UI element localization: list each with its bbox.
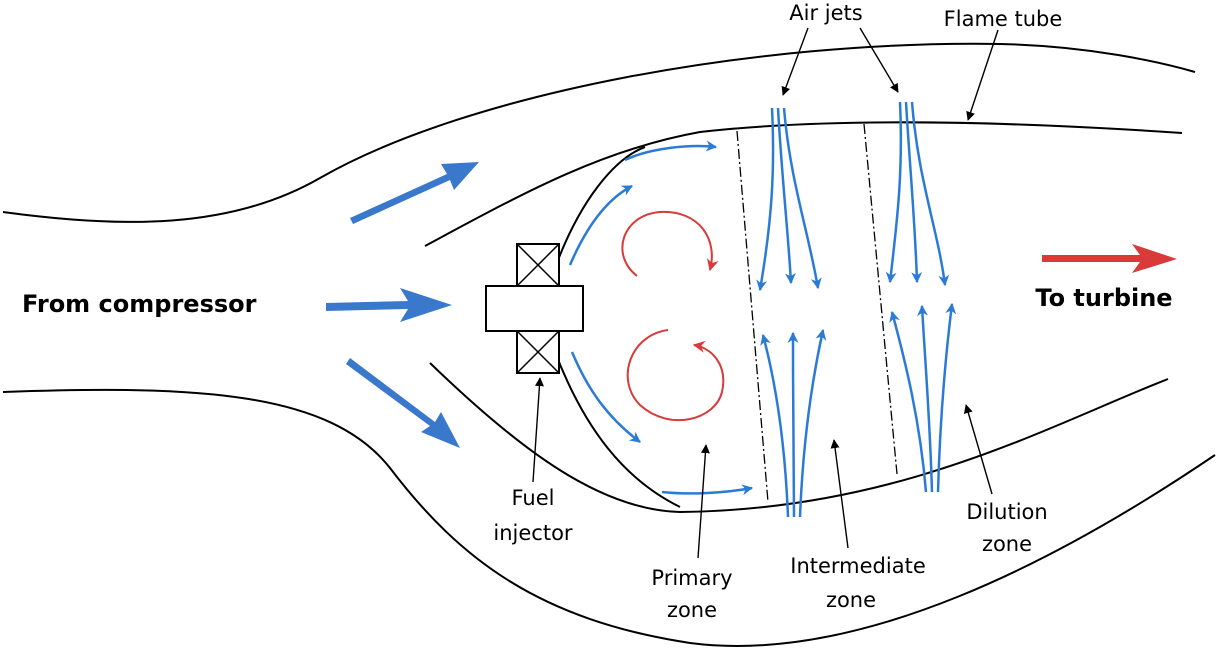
dilution-air-jets xyxy=(885,101,957,493)
dilution-zone-label-line1: Dilution xyxy=(966,500,1047,524)
flame-tube-dome-lower xyxy=(554,351,681,508)
flame-tube-bottom-wall xyxy=(429,362,1169,514)
leader-lines xyxy=(532,27,999,559)
outer-casing xyxy=(2,42,1216,647)
dome-air-arrow-lower xyxy=(570,351,641,443)
recirculation-vortices xyxy=(621,210,725,422)
outer-casing-bottom-wall xyxy=(2,388,1216,647)
fuel-injector xyxy=(485,243,584,374)
primary-zone-label-line2: zone xyxy=(667,598,717,622)
intermediate-jet-bottom-2 xyxy=(787,331,799,518)
intermediate-jet-top-1 xyxy=(756,107,775,292)
dilution-jet-top-2 xyxy=(904,101,923,284)
dome-air-arrow-bottom xyxy=(661,484,754,496)
flame-tube-leader xyxy=(966,29,999,121)
intermediate-jet-top-2 xyxy=(776,107,796,285)
outer-casing-top-wall xyxy=(2,42,1196,223)
dome-airflow xyxy=(568,140,754,496)
intermediate-air-jets xyxy=(756,107,827,518)
intermediate-zone-label-line1: Intermediate xyxy=(790,554,926,578)
flame-tube-top-wall xyxy=(424,121,1183,247)
fuel-injector-lower-swirler-cross xyxy=(516,330,560,374)
compressor-inlet-arrows xyxy=(326,162,479,448)
dilution-jet-bottom-3 xyxy=(936,302,957,493)
from-compressor-label: From compressor xyxy=(22,290,257,318)
fuel-injector-label-line2: injector xyxy=(493,521,573,545)
inlet-arrow-middle xyxy=(326,288,452,322)
to-turbine-arrow xyxy=(1042,244,1177,273)
dilution-jet-top-3 xyxy=(910,101,950,287)
air-jets-label: Air jets xyxy=(789,1,862,25)
dilution-zone-leader xyxy=(963,404,993,495)
flame-tube xyxy=(424,121,1183,514)
fuel-injector-upper-swirler-cross xyxy=(516,243,560,287)
primary-zone-leader xyxy=(697,444,710,559)
primary-intermediate-boundary xyxy=(736,130,769,503)
inlet-arrow-lower xyxy=(346,358,460,448)
intermediate-jet-bottom-1 xyxy=(760,333,790,518)
air-jets-leader-right xyxy=(859,27,899,93)
primary-zone-label-line1: Primary xyxy=(651,566,732,590)
fuel-injector-body xyxy=(485,285,584,332)
flame-tube-label: Flame tube xyxy=(944,7,1063,31)
intermediate-zone-leader xyxy=(830,439,849,549)
air-jets-leader-left xyxy=(781,27,809,96)
labels: Air jets Flame tube From compressor To t… xyxy=(22,1,1173,622)
dilution-jet-top-1 xyxy=(885,101,903,284)
dilution-jet-bottom-2 xyxy=(917,304,934,493)
fuel-injector-label-line1: Fuel xyxy=(512,486,555,510)
intermediate-jet-top-3 xyxy=(782,107,822,290)
dome-air-arrow-upper xyxy=(568,184,633,266)
intermediate-jet-bottom-3 xyxy=(798,328,827,518)
dome-air-arrow-top xyxy=(624,140,718,162)
to-turbine-label: To turbine xyxy=(1035,284,1172,312)
intermediate-dilution-boundary xyxy=(863,123,898,475)
fuel-injector-leader xyxy=(532,377,544,483)
lower-vortex-arrow xyxy=(626,329,725,422)
zone-boundaries xyxy=(736,123,898,503)
upper-vortex-arrow xyxy=(621,210,719,277)
intermediate-zone-label-line2: zone xyxy=(826,588,876,612)
inlet-arrow-upper xyxy=(350,162,479,224)
flame-tube-dome xyxy=(554,146,646,269)
dilution-jet-bottom-1 xyxy=(889,310,928,493)
dilution-zone-label-line2: zone xyxy=(982,532,1032,556)
